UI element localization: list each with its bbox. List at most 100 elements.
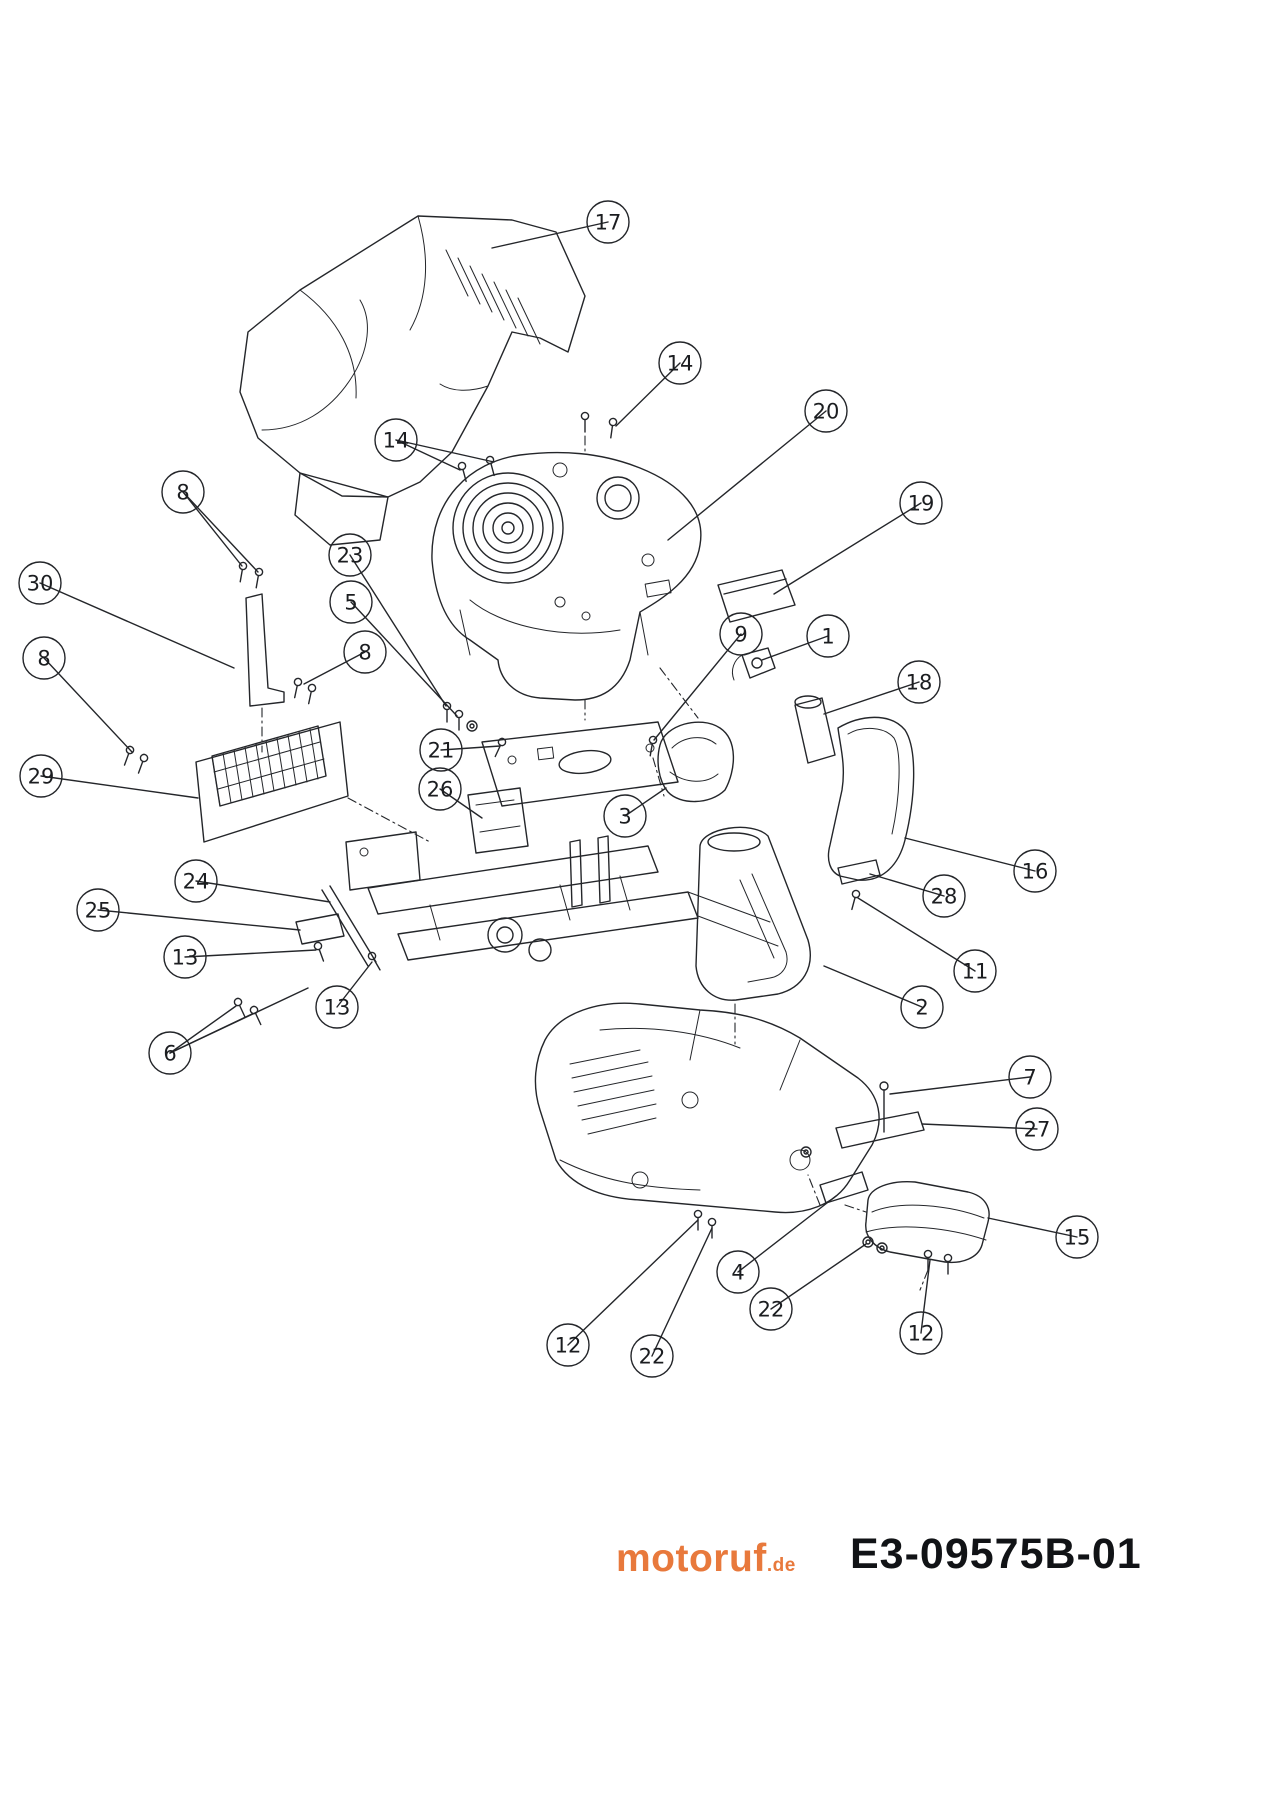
callout-number: 25 [85, 899, 112, 923]
callout-circle [343, 630, 387, 674]
callout-number: 19 [908, 492, 935, 516]
callout-circle [658, 341, 702, 385]
callout-number: 13 [324, 996, 351, 1020]
callout-circle [586, 200, 630, 244]
callout-circle [719, 612, 763, 656]
callout-circle [22, 636, 66, 680]
callout-number: 20 [813, 400, 840, 424]
leader-line-6 [169, 987, 309, 1054]
part-15-art [844, 1181, 990, 1264]
callout-28-19: 28 [922, 874, 966, 918]
callout-circle [1008, 1055, 1052, 1099]
callout-25-21: 25 [76, 888, 120, 932]
seat-console-art [695, 826, 811, 1045]
leader-line-3 [624, 787, 667, 817]
callout-number: 23 [337, 544, 364, 568]
callout-number: 15 [1064, 1226, 1091, 1250]
callout-number: 5 [344, 591, 357, 615]
callout-22-33: 22 [630, 1334, 674, 1378]
callout-circle [419, 728, 463, 772]
leader-line-27 [921, 1123, 1038, 1130]
callout-number: 18 [906, 671, 933, 695]
callout-circle [900, 985, 944, 1029]
callout-number: 7 [1023, 1066, 1036, 1090]
callout-8-10: 8 [22, 636, 66, 680]
callout-15-29: 15 [1055, 1215, 1099, 1259]
callout-number: 30 [27, 572, 54, 596]
callout-number: 4 [731, 1261, 744, 1285]
leader-line-24 [195, 880, 331, 903]
callout-number: 14 [667, 352, 694, 376]
part-7-art [879, 1081, 889, 1133]
leader-line-14 [615, 362, 681, 427]
leader-line-12 [920, 1259, 931, 1334]
callout-circle [899, 1311, 943, 1355]
leader-line-6 [169, 1005, 237, 1054]
callout-11-24: 11 [953, 949, 997, 993]
callout-17-0: 17 [586, 200, 630, 244]
leader-line-8 [303, 651, 366, 685]
leader-line-8 [182, 491, 259, 573]
leader-line-20 [667, 410, 827, 541]
callout-circle [749, 1287, 793, 1331]
body-footrest-art [534, 1002, 880, 1214]
callout-circle [953, 949, 997, 993]
callout-29-16: 29 [19, 754, 63, 798]
callout-circle [174, 859, 218, 903]
part-27-art [800, 1111, 925, 1158]
callout-number: 17 [595, 211, 622, 235]
leader-line-29 [40, 775, 199, 799]
part-29-art [195, 721, 431, 843]
callout-circle [374, 418, 418, 462]
callout-30-6: 30 [18, 561, 62, 605]
leader-line-2 [823, 965, 923, 1008]
callout-circle [18, 561, 62, 605]
callout-circle [546, 1323, 590, 1367]
callout-circle [804, 389, 848, 433]
callout-circle [19, 754, 63, 798]
callout-circle [328, 533, 372, 577]
callout-1-12: 1 [806, 614, 850, 658]
part-4-art [819, 1171, 869, 1204]
leader-line-15 [987, 1217, 1078, 1238]
callout-number: 22 [758, 1298, 785, 1322]
callout-number: 1 [821, 625, 834, 649]
callout-circle [630, 1334, 674, 1378]
callout-number: 28 [931, 885, 958, 909]
callout-22-31: 22 [749, 1287, 793, 1331]
callout-5-8: 5 [329, 580, 373, 624]
part-18-art [794, 695, 836, 764]
callout-circle [603, 794, 647, 838]
callout-circle [897, 660, 941, 704]
callout-number: 12 [555, 1334, 582, 1358]
callout-8-5: 8 [161, 470, 205, 514]
callout-circle [806, 614, 850, 658]
callout-circle [922, 874, 966, 918]
leader-line-8 [182, 491, 243, 567]
callout-9-11: 9 [719, 612, 763, 656]
callout-circle [1013, 849, 1057, 893]
leader-line-14 [395, 439, 461, 471]
leader-line-13 [184, 949, 317, 958]
part-26-art [467, 787, 529, 854]
callout-number: 29 [28, 765, 55, 789]
part-19-art [717, 569, 796, 623]
watermark-name: motoruf [616, 1537, 767, 1580]
callout-number: 9 [734, 623, 747, 647]
callout-number: 22 [639, 1345, 666, 1369]
leader-line-4 [737, 1195, 837, 1273]
leader-line-9 [653, 633, 742, 741]
callout-16-18: 16 [1013, 849, 1057, 893]
leader-line-25 [97, 909, 301, 931]
part-24-25-art [295, 885, 377, 967]
leader-line-17 [491, 221, 609, 249]
callout-number: 14 [383, 429, 410, 453]
callout-circle [329, 580, 373, 624]
callout-number: 8 [176, 481, 189, 505]
leader-line-18 [823, 681, 920, 715]
callout-circle [315, 985, 359, 1029]
callout-number: 11 [962, 960, 989, 984]
